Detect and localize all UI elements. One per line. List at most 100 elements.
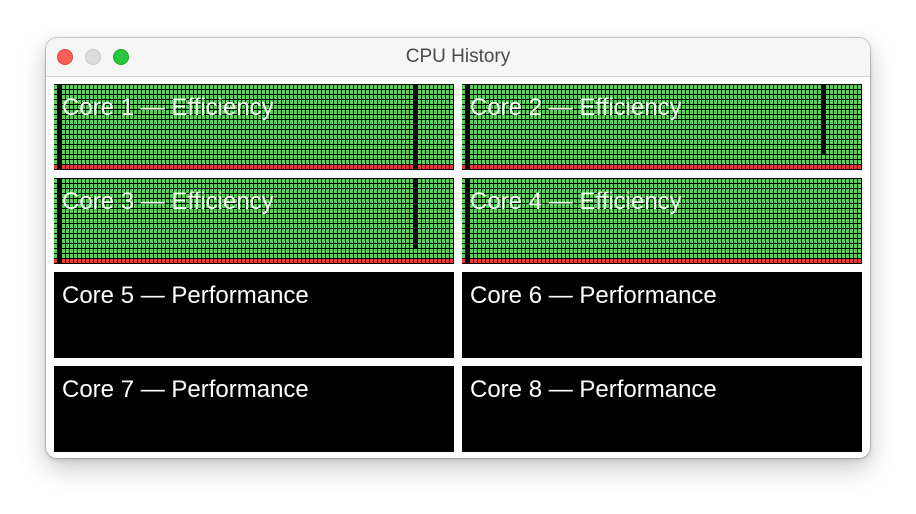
- cpu-usage-cell: [586, 150, 589, 154]
- cpu-usage-cell: [530, 90, 533, 94]
- cpu-usage-cell: [794, 165, 797, 169]
- cpu-usage-cell: [846, 130, 849, 134]
- cpu-usage-cell: [246, 85, 249, 89]
- cpu-usage-cell: [690, 155, 693, 159]
- cpu-usage-cell: [438, 209, 441, 213]
- cpu-usage-cell: [382, 229, 385, 233]
- cpu-usage-cell: [430, 135, 433, 139]
- cpu-usage-cell: [798, 105, 801, 109]
- cpu-usage-cell: [358, 209, 361, 213]
- cpu-usage-cell: [758, 155, 761, 159]
- cpu-usage-cell: [838, 145, 841, 149]
- cpu-usage-cell: [138, 204, 141, 208]
- zoom-button[interactable]: [113, 49, 129, 65]
- cpu-usage-cell: [686, 155, 689, 159]
- cpu-usage-cell: [290, 105, 293, 109]
- cpu-usage-cell: [830, 100, 833, 104]
- cpu-usage-cell: [378, 150, 381, 154]
- cpu-usage-cell: [158, 254, 161, 258]
- cpu-usage-cell: [106, 194, 109, 198]
- cpu-usage-cell: [338, 234, 341, 238]
- cpu-usage-cell: [510, 110, 513, 114]
- cpu-usage-cell: [238, 85, 241, 89]
- cpu-usage-cell: [130, 145, 133, 149]
- cpu-usage-cell: [262, 100, 265, 104]
- cpu-usage-cell: [758, 160, 761, 164]
- cpu-usage-cell: [514, 150, 517, 154]
- cpu-usage-cell: [254, 214, 257, 218]
- cpu-usage-cell: [434, 160, 437, 164]
- cpu-usage-cell: [110, 140, 113, 144]
- cpu-usage-cell: [182, 204, 185, 208]
- cpu-usage-cell: [322, 204, 325, 208]
- cpu-usage-cell: [762, 165, 765, 169]
- cpu-usage-cell: [150, 105, 153, 109]
- cpu-usage-cell: [738, 95, 741, 99]
- cpu-usage-cell: [782, 125, 785, 129]
- cpu-usage-cell: [154, 95, 157, 99]
- cpu-usage-cell: [350, 194, 353, 198]
- cpu-usage-cell: [678, 130, 681, 134]
- cpu-usage-cell: [170, 105, 173, 109]
- cpu-usage-cell: [386, 179, 389, 183]
- cpu-usage-cell: [206, 145, 209, 149]
- cpu-usage-cell: [394, 165, 397, 169]
- cpu-usage-cell: [398, 234, 401, 238]
- cpu-usage-cell: [418, 259, 421, 263]
- cpu-usage-cell: [374, 115, 377, 119]
- cpu-usage-cell: [126, 160, 129, 164]
- cpu-usage-cell: [638, 150, 641, 154]
- cpu-usage-cell: [318, 110, 321, 114]
- cpu-usage-cell: [662, 95, 665, 99]
- cpu-usage-cell: [574, 155, 577, 159]
- cpu-usage-cell: [318, 145, 321, 149]
- cpu-usage-cell: [230, 199, 233, 203]
- cpu-usage-cell: [514, 155, 517, 159]
- close-button[interactable]: [57, 49, 73, 65]
- cpu-usage-cell: [446, 229, 449, 233]
- cpu-usage-cell: [766, 110, 769, 114]
- cpu-usage-cell: [494, 135, 497, 139]
- cpu-usage-cell: [54, 219, 57, 223]
- cpu-usage-cell: [826, 110, 829, 114]
- cpu-usage-cell: [578, 135, 581, 139]
- cpu-usage-cell: [858, 135, 861, 139]
- cpu-usage-cell: [158, 194, 161, 198]
- cpu-usage-cell: [338, 199, 341, 203]
- cpu-usage-cell: [670, 150, 673, 154]
- cpu-usage-cell: [834, 120, 837, 124]
- cpu-usage-cell: [182, 234, 185, 238]
- cpu-usage-cell: [654, 110, 657, 114]
- cpu-usage-cell: [178, 100, 181, 104]
- cpu-usage-cell: [254, 184, 257, 188]
- cpu-usage-cell: [402, 229, 405, 233]
- cpu-usage-cell: [354, 130, 357, 134]
- title-bar[interactable]: CPU History: [46, 38, 870, 77]
- cpu-usage-cell: [182, 259, 185, 263]
- cpu-usage-cell: [414, 259, 417, 263]
- cpu-usage-cell: [222, 130, 225, 134]
- cpu-usage-cell: [478, 85, 481, 89]
- cpu-usage-cell: [314, 150, 317, 154]
- cpu-usage-cell: [754, 90, 757, 94]
- cpu-usage-cell: [358, 90, 361, 94]
- cpu-usage-cell: [82, 145, 85, 149]
- cpu-usage-cell: [162, 209, 165, 213]
- cpu-usage-cell: [182, 244, 185, 248]
- cpu-usage-cell: [334, 145, 337, 149]
- minimize-button[interactable]: [85, 49, 101, 65]
- cpu-usage-cell: [802, 115, 805, 119]
- cpu-usage-cell: [102, 155, 105, 159]
- cpu-usage-cell: [670, 145, 673, 149]
- cpu-usage-cell: [422, 145, 425, 149]
- cpu-usage-cell: [774, 145, 777, 149]
- cpu-usage-cell: [774, 125, 777, 129]
- cpu-usage-cell: [514, 95, 517, 99]
- cpu-usage-cell: [834, 165, 837, 169]
- cpu-usage-cell: [326, 179, 329, 183]
- cpu-usage-cell: [266, 249, 269, 253]
- cpu-usage-cell: [826, 165, 829, 169]
- cpu-usage-cell: [502, 135, 505, 139]
- cpu-usage-cell: [382, 95, 385, 99]
- cpu-usage-cell: [430, 189, 433, 193]
